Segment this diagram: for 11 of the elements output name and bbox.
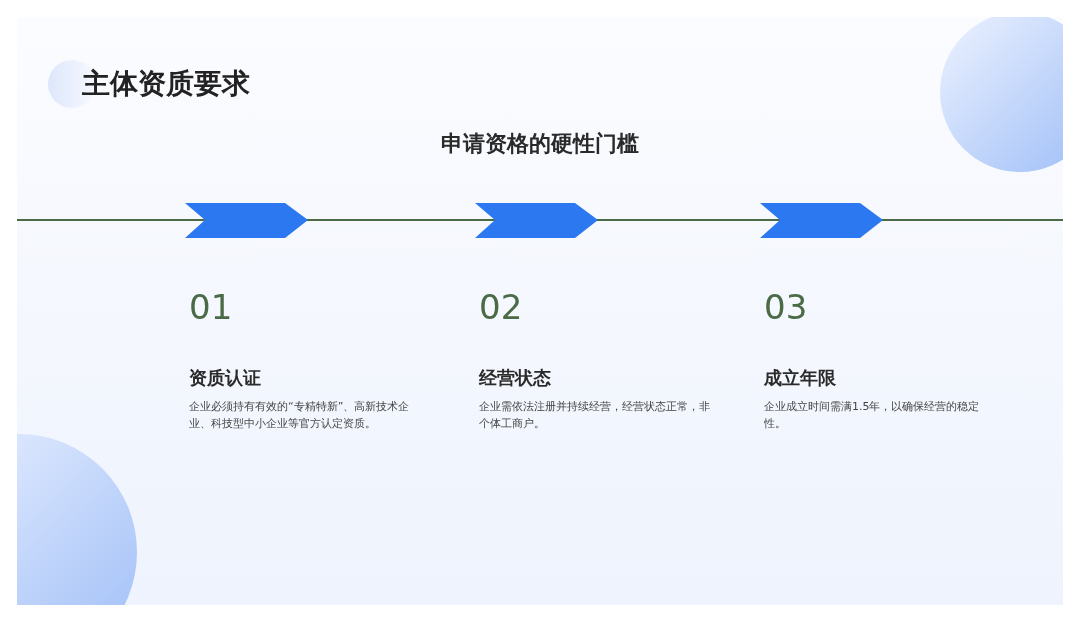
- slide-title: 主体资质要求: [82, 66, 250, 102]
- step-heading: 资质认证: [189, 366, 261, 390]
- step-description: 企业成立时间需满1.5年，以确保经营的稳定性。: [764, 399, 981, 432]
- step-description: 企业必须持有有效的“专精特新”、高新技术企业、科技型中小企业等官方认定资质。: [189, 399, 411, 432]
- step-number: 01: [189, 287, 233, 327]
- step-number: 02: [479, 287, 523, 327]
- step-number: 03: [764, 287, 808, 327]
- step-heading: 经营状态: [479, 366, 551, 390]
- subtitle: 申请资格的硬性门槛: [440, 130, 640, 158]
- step-description: 企业需依法注册并持续经营，经营状态正常，非个体工商户。: [479, 399, 711, 432]
- step-heading: 成立年限: [764, 366, 836, 390]
